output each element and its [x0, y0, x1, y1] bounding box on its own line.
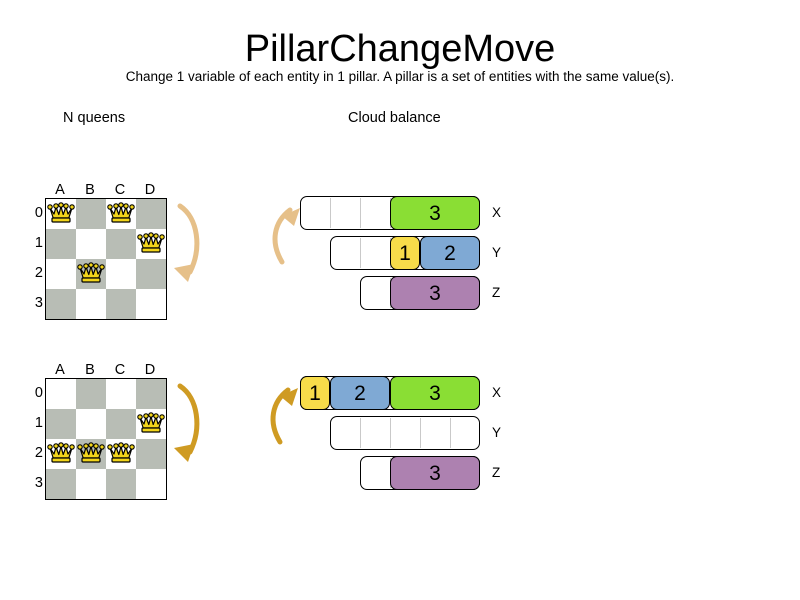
capacity-unit-divider — [360, 238, 361, 268]
board-cell-C3[interactable] — [106, 469, 136, 499]
page-title: PillarChangeMove — [244, 28, 556, 70]
board-cell-C3[interactable] — [106, 289, 136, 319]
queen-icon — [107, 442, 135, 463]
board-grid[interactable] — [45, 378, 167, 500]
board-cell-B2[interactable] — [76, 439, 106, 469]
queen-icon — [77, 262, 105, 283]
board-column-header-B: B — [85, 182, 95, 198]
computer-label-Y: Y — [492, 425, 502, 440]
board-cell-A0[interactable] — [46, 199, 76, 229]
board-cell-D2[interactable] — [136, 259, 166, 289]
board-cell-D2[interactable] — [136, 439, 166, 469]
board-column-header-A: A — [55, 182, 65, 198]
computer-label-Z: Z — [492, 285, 501, 300]
board-cell-A1[interactable] — [46, 409, 76, 439]
board-cell-B0[interactable] — [76, 199, 106, 229]
board-cell-D3[interactable] — [136, 469, 166, 499]
board-row-header-1: 1 — [34, 235, 43, 251]
board-cell-B3[interactable] — [76, 289, 106, 319]
board-cell-A1[interactable] — [46, 229, 76, 259]
computer-label-X: X — [492, 205, 502, 220]
board-cell-C1[interactable] — [106, 409, 136, 439]
queen-icon — [47, 202, 75, 223]
board-column-header-C: C — [114, 182, 126, 198]
board-row-header-2: 2 — [34, 265, 43, 281]
board-cell-A0[interactable] — [46, 379, 76, 409]
computer-capacity-track — [330, 416, 480, 450]
computer-label-Z: Z — [492, 465, 501, 480]
board-cell-C1[interactable] — [106, 229, 136, 259]
board-cell-D1[interactable] — [136, 229, 166, 259]
board-cell-A2[interactable] — [46, 439, 76, 469]
capacity-unit-divider — [390, 418, 391, 448]
queen-icon — [47, 442, 75, 463]
computer-label-X: X — [492, 385, 502, 400]
queen-icon — [107, 202, 135, 223]
queen-icon — [137, 232, 165, 253]
board-column-headers: A B C D — [45, 362, 165, 378]
yellow-process-1[interactable]: 1 — [390, 236, 420, 270]
board-cell-D3[interactable] — [136, 289, 166, 319]
page-subtitle: Change 1 variable of each entity in 1 pi… — [125, 69, 675, 84]
board-row-headers: 0 1 2 3 — [28, 198, 43, 318]
board-row-header-3: 3 — [34, 475, 43, 491]
green-process-3[interactable]: 3 — [390, 196, 480, 230]
section-label-nqueens: N queens — [63, 110, 126, 126]
board-cell-C0[interactable] — [106, 379, 136, 409]
board-cell-C2[interactable] — [106, 439, 136, 469]
capacity-unit-divider — [360, 198, 361, 228]
board-cell-D0[interactable] — [136, 379, 166, 409]
move-arrow-board-after-icon — [174, 383, 200, 462]
yellow-process-1[interactable]: 1 — [300, 376, 330, 410]
board-row-header-0: 0 — [34, 205, 43, 221]
move-arrow-cloud-after-icon — [270, 387, 298, 445]
board-cell-C2[interactable] — [106, 259, 136, 289]
board-grid[interactable] — [45, 198, 167, 320]
queen-icon — [137, 412, 165, 433]
capacity-unit-divider — [330, 198, 331, 228]
board-cell-C0[interactable] — [106, 199, 136, 229]
board-row-header-1: 1 — [34, 415, 43, 431]
board-column-header-A: A — [55, 362, 65, 378]
green-process-3[interactable]: 3 — [390, 376, 480, 410]
board-row-header-3: 3 — [34, 295, 43, 311]
board-row-header-0: 0 — [34, 385, 43, 401]
board-cell-A3[interactable] — [46, 469, 76, 499]
computer-label-Y: Y — [492, 245, 502, 260]
board-cell-D1[interactable] — [136, 409, 166, 439]
board-cell-B2[interactable] — [76, 259, 106, 289]
board-row-header-2: 2 — [34, 445, 43, 461]
board-cell-A2[interactable] — [46, 259, 76, 289]
board-row-headers: 0 1 2 3 — [28, 378, 43, 498]
purple-process-3[interactable]: 3 — [390, 276, 480, 310]
board-cell-B1[interactable] — [76, 409, 106, 439]
board-column-header-D: D — [144, 362, 156, 378]
capacity-unit-divider — [360, 418, 361, 448]
board-column-header-C: C — [114, 362, 126, 378]
board-cell-A3[interactable] — [46, 289, 76, 319]
board-cell-B3[interactable] — [76, 469, 106, 499]
capacity-unit-divider — [420, 418, 421, 448]
purple-process-3[interactable]: 3 — [390, 456, 480, 490]
move-arrow-cloud-before-icon — [272, 207, 300, 265]
board-column-headers: A B C D — [45, 182, 165, 198]
board-cell-D0[interactable] — [136, 199, 166, 229]
blue-process-2[interactable]: 2 — [330, 376, 390, 410]
board-cell-B0[interactable] — [76, 379, 106, 409]
board-cell-B1[interactable] — [76, 229, 106, 259]
board-column-header-D: D — [144, 182, 156, 198]
board-column-header-B: B — [85, 362, 95, 378]
section-label-cloud-balance: Cloud balance — [348, 110, 441, 126]
move-arrow-board-before-icon — [174, 203, 200, 282]
blue-process-2[interactable]: 2 — [420, 236, 480, 270]
queen-icon — [77, 442, 105, 463]
computer-bar-Y[interactable]: Y — [330, 416, 501, 450]
capacity-unit-divider — [450, 418, 451, 448]
